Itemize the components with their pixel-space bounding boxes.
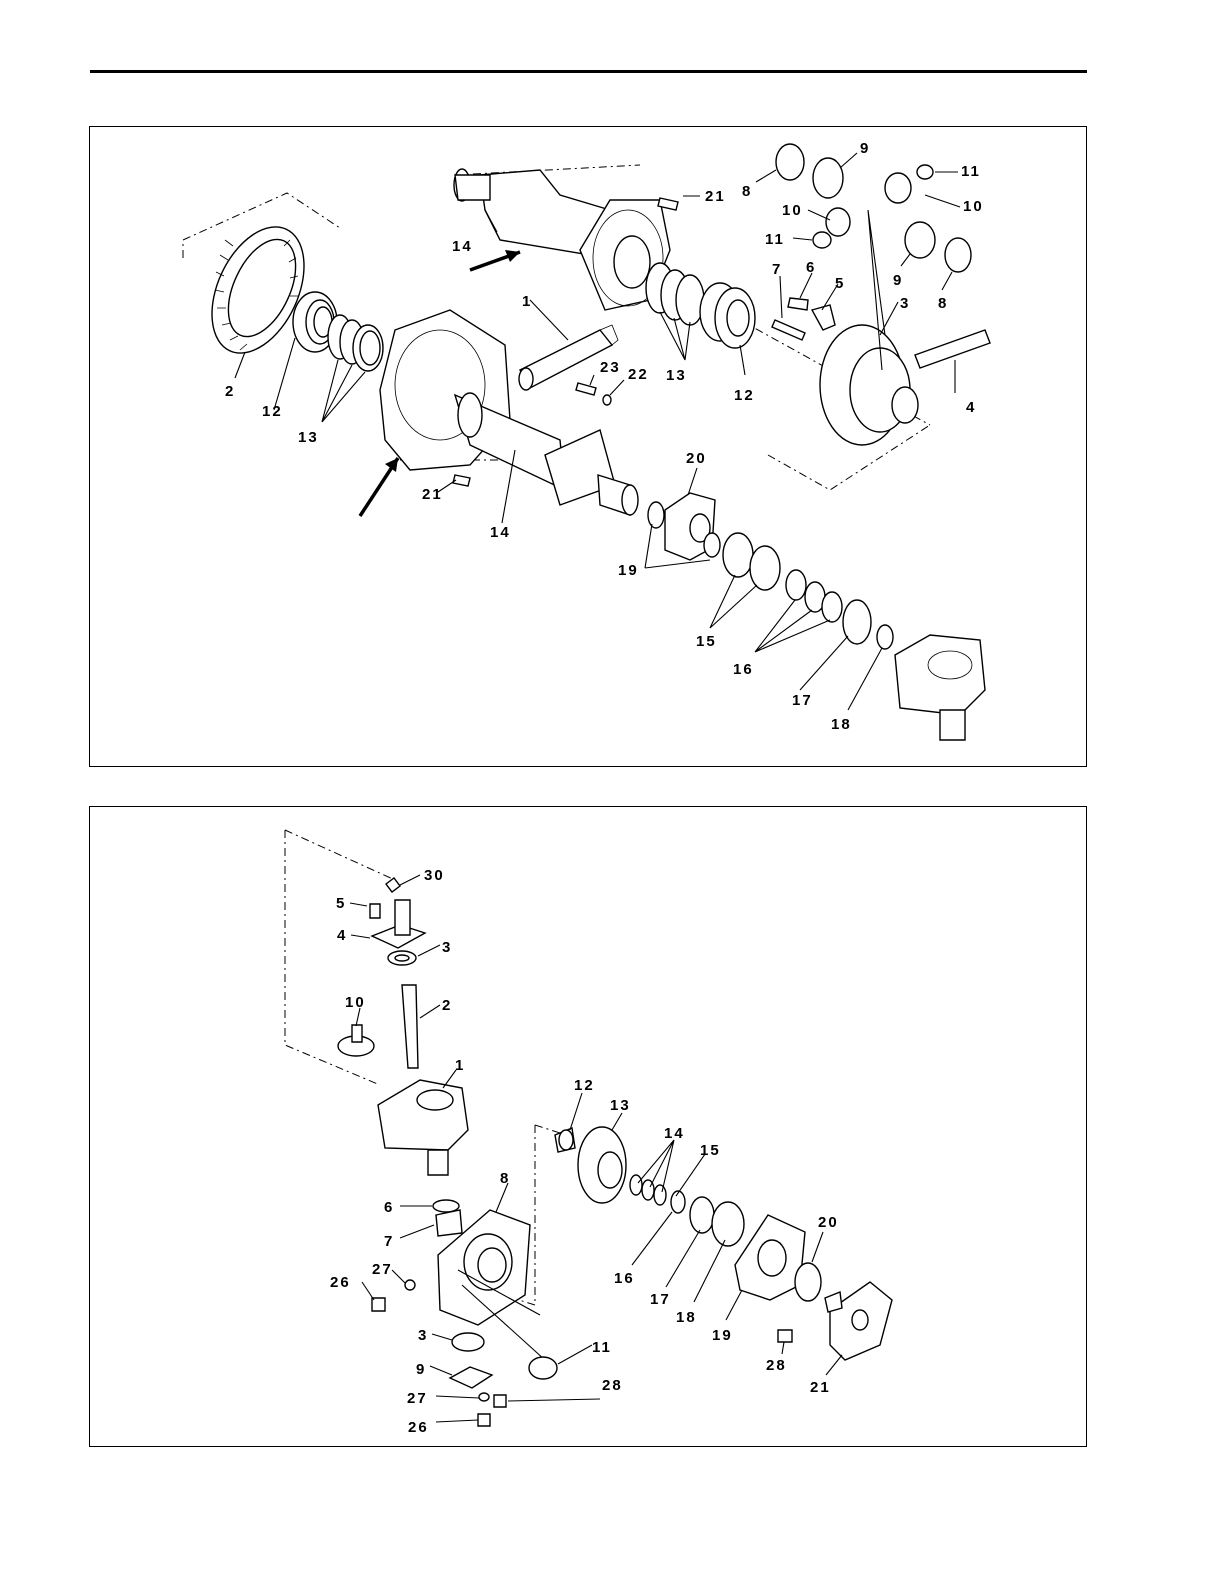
callout-label: 20 <box>818 1214 839 1231</box>
bushing-part <box>436 1210 462 1236</box>
callout-label: 19 <box>618 562 639 579</box>
shim-set-part <box>328 315 383 371</box>
shaft-part <box>402 985 418 1068</box>
callout-label: 15 <box>696 633 717 650</box>
callout-label: 13 <box>666 367 687 384</box>
callout-label: 7 <box>384 1233 394 1250</box>
callout-label: 17 <box>650 1291 671 1308</box>
bolt-part <box>778 1330 792 1342</box>
callout-label: 18 <box>831 716 852 733</box>
callout-label: 17 <box>792 692 813 709</box>
callout-label: 21 <box>705 188 726 205</box>
callout-label: 12 <box>574 1077 595 1094</box>
callout-label: 12 <box>262 403 283 420</box>
callout-label: 18 <box>676 1309 697 1326</box>
callout-label: 23 <box>600 359 621 376</box>
callout-label: 3 <box>900 295 910 312</box>
callout-label: 2 <box>442 997 452 1014</box>
callout-label: 15 <box>700 1142 721 1159</box>
callout-label: 3 <box>442 939 452 956</box>
differential-case-part <box>820 325 990 445</box>
callout-label: 27 <box>372 1261 393 1278</box>
callout-label: 13 <box>298 429 319 446</box>
bearing-holder-part <box>648 493 893 649</box>
seal-part <box>795 1263 821 1301</box>
bevel-gear-part <box>338 1025 374 1056</box>
callout-label: 12 <box>734 387 755 404</box>
washer-part <box>479 1393 489 1401</box>
callout-label: 11 <box>592 1339 612 1356</box>
lock-plate-part <box>812 305 835 330</box>
callout-label: 7 <box>772 261 782 278</box>
callout-label: 10 <box>782 202 803 219</box>
bevel-gear-part <box>529 1357 557 1379</box>
callout-label: 3 <box>418 1327 428 1344</box>
bearing-cover-part <box>735 1215 805 1300</box>
callout-label: 14 <box>452 238 473 255</box>
callout-label: 16 <box>733 661 754 678</box>
bolt-part <box>370 904 380 918</box>
bolt-part <box>478 1414 490 1426</box>
callout-label: 19 <box>712 1327 733 1344</box>
callout-label: 6 <box>384 1199 394 1216</box>
callout-label: 5 <box>835 275 845 292</box>
callout-label: 14 <box>490 524 511 541</box>
shim-set-part <box>646 263 755 348</box>
callout-label: 10 <box>963 198 984 215</box>
pin-part <box>772 320 805 340</box>
bolt-part <box>576 383 596 395</box>
washer-part <box>405 1280 415 1290</box>
callout-label: 28 <box>602 1377 623 1394</box>
top-exploded-view: 1 2 3 4 5 6 7 8 8 9 9 10 10 11 11 12 12 … <box>183 140 990 740</box>
washer-part <box>603 395 611 405</box>
callout-label: 30 <box>424 867 445 884</box>
callout-label: 2 <box>225 383 235 400</box>
callout-label: 13 <box>610 1097 631 1114</box>
callout-label: 21 <box>810 1379 831 1396</box>
callout-label: 16 <box>614 1270 635 1287</box>
callout-label: 21 <box>422 486 443 503</box>
callout-label: 6 <box>806 259 816 276</box>
callout-label: 5 <box>336 895 346 912</box>
hub-flange-part <box>825 1282 892 1360</box>
bolt-part <box>788 298 808 310</box>
callout-label: 8 <box>742 183 752 200</box>
grease-nipple-part <box>386 878 400 892</box>
knuckle-housing-part <box>378 1080 468 1175</box>
callout-label: 8 <box>938 295 948 312</box>
callout-label: 9 <box>893 272 903 289</box>
callout-label: 26 <box>408 1419 429 1436</box>
callout-label: 28 <box>766 1357 787 1374</box>
knuckle-housing-part <box>895 635 985 740</box>
pinion-shaft-part <box>519 325 618 390</box>
seal-part <box>452 1333 484 1351</box>
callout-label: 11 <box>765 231 785 248</box>
callout-label: 4 <box>966 399 976 416</box>
callout-label: 10 <box>345 994 366 1011</box>
callout-label: 4 <box>337 927 347 944</box>
callout-label: 8 <box>500 1170 510 1187</box>
callout-label: 9 <box>416 1361 426 1378</box>
callout-label: 11 <box>961 163 981 180</box>
callout-label: 1 <box>522 293 532 310</box>
callout-label: 22 <box>628 366 649 383</box>
callout-label: 1 <box>455 1057 465 1074</box>
axle-housing-part <box>454 169 670 310</box>
callout-label: 9 <box>860 140 870 157</box>
plug-part <box>494 1395 506 1407</box>
cover-plate-part <box>450 1367 492 1388</box>
ring-part <box>433 1200 459 1212</box>
callout-label: 20 <box>686 450 707 467</box>
bottom-exploded-view: 1 2 3 3 4 5 6 7 8 9 10 11 12 13 14 15 16… <box>285 830 892 1436</box>
callout-label: 14 <box>664 1125 685 1142</box>
callout-label: 26 <box>330 1274 351 1291</box>
callout-label: 27 <box>407 1390 428 1407</box>
